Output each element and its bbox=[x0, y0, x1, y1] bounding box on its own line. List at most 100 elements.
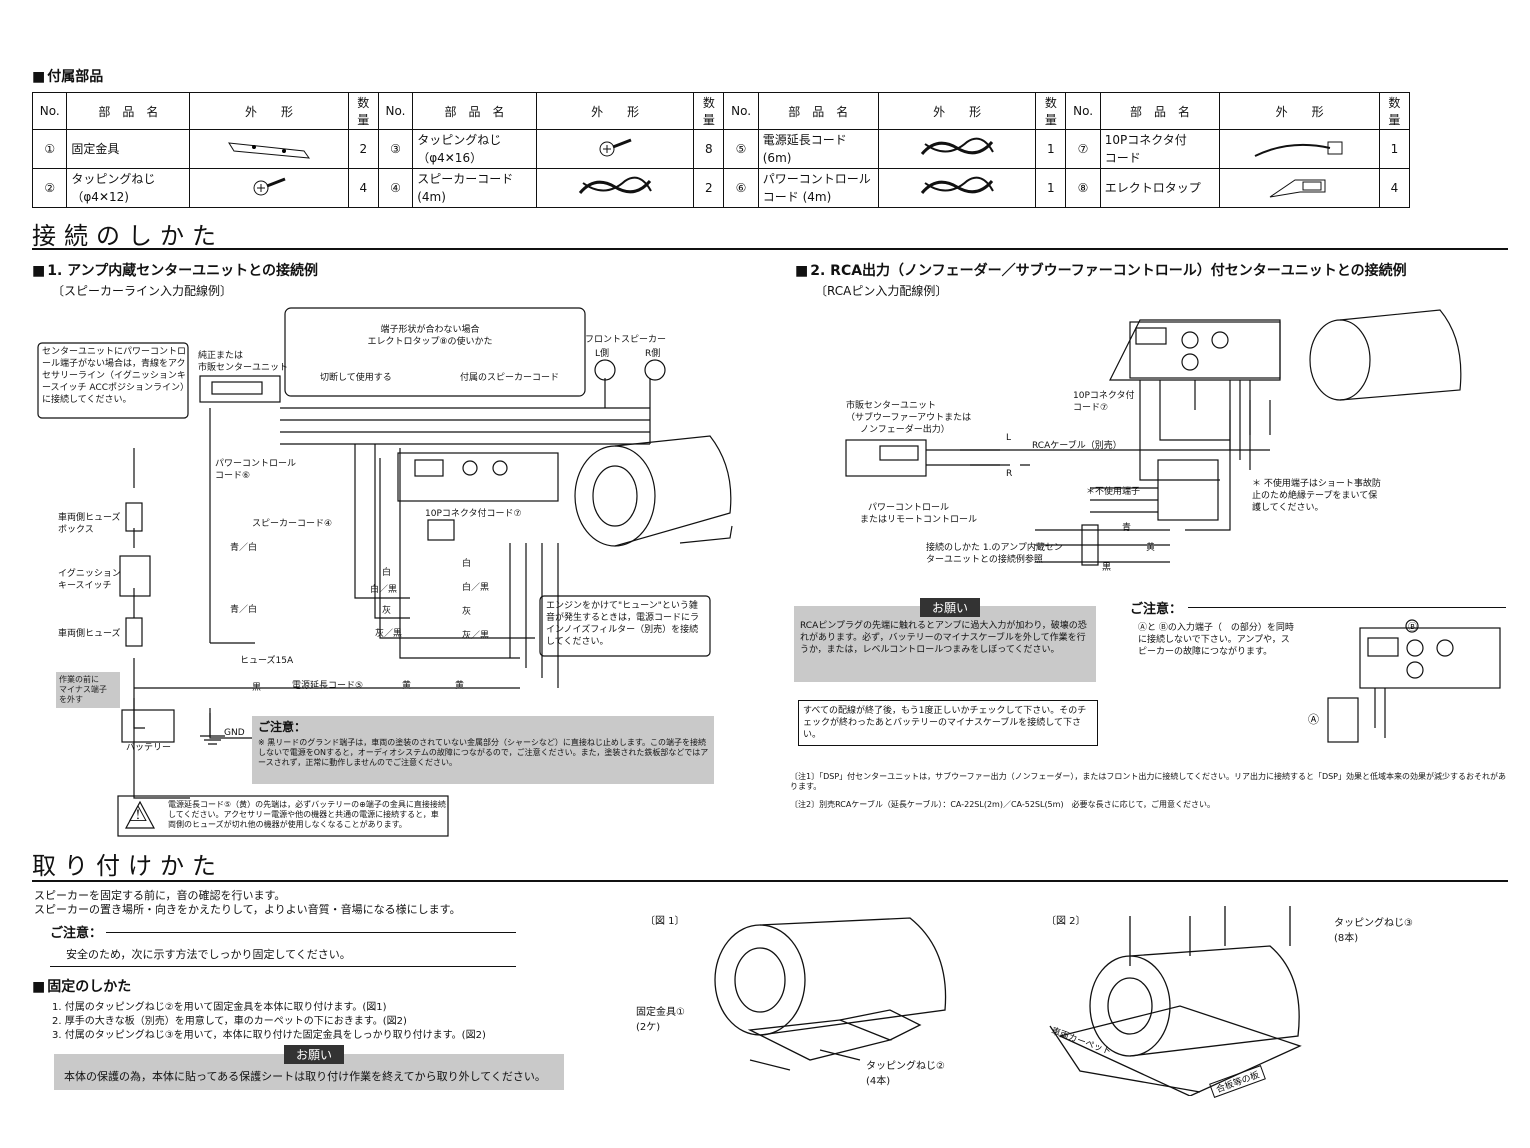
fig1-speaker-illustration bbox=[714, 917, 947, 1071]
ex2-request-title: お願い bbox=[920, 598, 981, 617]
part-qty: 2 bbox=[693, 168, 725, 208]
ex1-wiring-diagram: 端子形状が合わない場合 エレクトロタップ⑧の使いかた 切断して使用する 付属のス… bbox=[37, 307, 733, 837]
wire-white-black: 白／黒 bbox=[370, 583, 397, 595]
ex2-heading: 2. RCA出力（ノンフェーダー／サブウーファーコントロール）付センターユニット… bbox=[795, 260, 1406, 280]
ex2-request-text: RCAピンプラグの先端に触れるとアンプに過大入力が加わり，破壊の恐れがあります。… bbox=[800, 621, 1087, 655]
cable-icon bbox=[535, 168, 695, 208]
part-no: ⑥ bbox=[723, 168, 759, 208]
connector-cord-icon bbox=[1219, 129, 1380, 169]
warning-text: 電源延長コード⑤（黄）の先端は，必ずバッテリーの⊕端子の金具に直接接続してくださ… bbox=[168, 800, 446, 829]
install-request-title: お願い bbox=[284, 1045, 345, 1064]
wire-blue-white-1: 青／白 bbox=[230, 541, 257, 553]
part-qty: 4 bbox=[1378, 168, 1411, 208]
install-title: 取り付けかた bbox=[32, 852, 224, 880]
ex1-caution-box bbox=[252, 716, 714, 784]
screw-icon bbox=[535, 129, 695, 169]
front-speaker-label: フロントスピーカー bbox=[585, 334, 666, 345]
install-caution-text: 安全のため，次に示す方法でしっかり固定してください。 bbox=[66, 948, 351, 961]
col-name: 部 品 名 bbox=[412, 92, 537, 130]
ex2-caution-text: Ⓐと Ⓑの入力端子（ の部分）を同時に接続しないで下さい。アンプや，スピーカーの… bbox=[1138, 623, 1294, 657]
install-request-text: 本体の保護の為，本体に貼ってある保護シートは取り付け作業を終えてから取り外してく… bbox=[64, 1070, 546, 1083]
wire-yellow: 黄 bbox=[402, 679, 411, 691]
wire-blue-white-2: 青／白 bbox=[230, 603, 257, 615]
fig1-bracket-label: 固定金具① (2ケ) bbox=[636, 1007, 685, 1033]
power-ext-label: 電源延長コード⑤ bbox=[292, 679, 363, 691]
note1: 〔注1〕「DSP」付センターユニットは，サブウーファー出力（ノンフェーダー），ま… bbox=[790, 772, 1507, 791]
part-qty: 1 bbox=[1035, 168, 1067, 208]
part-qty: 1 bbox=[1378, 129, 1411, 169]
wire-gray-black: 灰／黒 bbox=[375, 627, 402, 639]
warning-icon: ⚠ bbox=[128, 802, 148, 827]
install-intro-2: スピーカーの置き場所・向きをかえたりして，よりよい音質・音場になる様にします。 bbox=[34, 903, 461, 916]
ex2-input-panel: Ⓑ Ⓐ bbox=[1308, 619, 1501, 743]
ex1-sub: 〔スピーカーライン入力配線例〕 bbox=[52, 284, 233, 298]
power-cord-label-2: コード⑥ bbox=[215, 471, 250, 481]
ex2-power-cord-2: またはリモートコントロール bbox=[860, 514, 977, 525]
step-3: 3. 付属のタッピングねじ③を用いて，本体に取り付けた固定金具をしっかり取り付け… bbox=[52, 1030, 486, 1041]
install-intro-1: スピーカーを固定する前に，音の確認を行います。 bbox=[34, 889, 286, 902]
connector-cord-label: 10Pコネクタ付コード⑦ bbox=[425, 508, 522, 519]
head-unit-label-2: 市販センターユニット bbox=[198, 361, 288, 373]
ex2-caution-title: ご注意： bbox=[1130, 602, 1183, 617]
col-no: No. bbox=[723, 92, 759, 130]
part-qty: 8 bbox=[693, 129, 725, 169]
accessories-table: No. 部 品 名 外 形 数量 No. 部 品 名 外 形 数量 No. 部 … bbox=[31, 92, 1411, 208]
part-name: パワーコントロール コード (4m) bbox=[757, 168, 879, 208]
speaker-cord-label: スピーカーコード④ bbox=[252, 518, 332, 529]
ex2-connector-cord-2: コード⑦ bbox=[1073, 403, 1108, 413]
wire-gray-r: 灰 bbox=[462, 605, 471, 617]
col-name: 部 品 名 bbox=[757, 92, 879, 130]
part-no: ① bbox=[31, 129, 68, 169]
step-1: 1. 付属のタッピングねじ②を用いて固定金具を本体に取り付けます。(図1) bbox=[52, 1002, 387, 1013]
ex2-caution-rule bbox=[1188, 607, 1506, 608]
install-rule bbox=[32, 880, 1508, 882]
speaker-l-label: L側 bbox=[595, 347, 609, 359]
ex2-black: 黒 bbox=[1102, 562, 1111, 573]
wire-gray-black-r: 灰／黒 bbox=[462, 629, 489, 641]
bracket-icon bbox=[189, 129, 349, 169]
speaker-r-label: R側 bbox=[645, 347, 660, 359]
fig1-screw-label: タッピングねじ② (4本) bbox=[866, 1061, 945, 1087]
col-name: 部 品 名 bbox=[66, 92, 191, 130]
ex1-caution-title: ご注意： bbox=[258, 720, 307, 734]
fuse-box-label-2: ボックス bbox=[58, 524, 94, 535]
ex1-caution-text: ※ 黒リードのグランド端子は，車両の塗装のされていない金属部分（シャーシなど）に… bbox=[258, 738, 709, 767]
part-no: ③ bbox=[377, 129, 414, 169]
wire-black: 黒 bbox=[252, 682, 261, 693]
check-note: すべての配線が終了後，もう1度正しいかチェックして下さい。そのチェックが終わった… bbox=[798, 700, 1098, 746]
connection-rule bbox=[32, 248, 1508, 250]
ex2-yellow: 黄 bbox=[1146, 541, 1155, 553]
head-unit-label: 純正または bbox=[198, 349, 243, 361]
fig2-screw-label: タッピングねじ③ (8本) bbox=[1334, 918, 1413, 944]
part-no: ② bbox=[31, 168, 68, 208]
cable-icon bbox=[877, 168, 1037, 208]
note2: 〔注2〕別売RCAケーブル（延長ケーブル）：CA-22SL(2m)／CA-52S… bbox=[790, 800, 1216, 809]
unused-note: ＊ 不使用端子はショート事故防止のため絶縁テープをまいて保護してください。 bbox=[1252, 479, 1381, 513]
col-no: No. bbox=[377, 92, 414, 130]
battery-note: 作業の前に マイナス端子 を外す bbox=[56, 672, 120, 708]
cable-icon bbox=[877, 129, 1037, 169]
part-name: 電源延長コード (6m) bbox=[757, 129, 879, 169]
part-name: エレクトロタップ bbox=[1099, 168, 1221, 208]
input-b-label: Ⓑ bbox=[1408, 622, 1417, 633]
install-caution-rule-bottom bbox=[50, 966, 516, 967]
col-shape: 外 形 bbox=[1219, 92, 1380, 130]
part-qty: 1 bbox=[1035, 129, 1067, 169]
electrotap-icon bbox=[1219, 168, 1380, 208]
part-qty: 2 bbox=[347, 129, 379, 169]
part-name: タッピングねじ （φ4✕12) bbox=[66, 168, 191, 208]
accessories-heading: 付属部品 bbox=[32, 66, 103, 86]
part-no: ④ bbox=[377, 168, 414, 208]
ex2-head-unit-3: ノンフェーダー出力） bbox=[860, 423, 950, 435]
tap-box-sub: エレクトロタップ⑧の使いかた bbox=[367, 335, 492, 347]
col-shape: 外 形 bbox=[877, 92, 1037, 130]
ex2-sub: 〔RCAピン入力配線例〕 bbox=[815, 284, 948, 298]
fig2-speaker-illustration bbox=[1049, 906, 1302, 1096]
install-caution-title: ご注意： bbox=[50, 926, 103, 941]
ex2-wiring-diagram: 市販センターユニット （サブウーファーアウトまたは ノンフェーダー出力） L R… bbox=[845, 309, 1462, 573]
wire-white-black-r: 白／黒 bbox=[462, 581, 489, 593]
fuse15a-label: ヒューズ15A bbox=[240, 654, 294, 666]
part-no: ⑦ bbox=[1065, 129, 1101, 169]
col-no: No. bbox=[1065, 92, 1101, 130]
